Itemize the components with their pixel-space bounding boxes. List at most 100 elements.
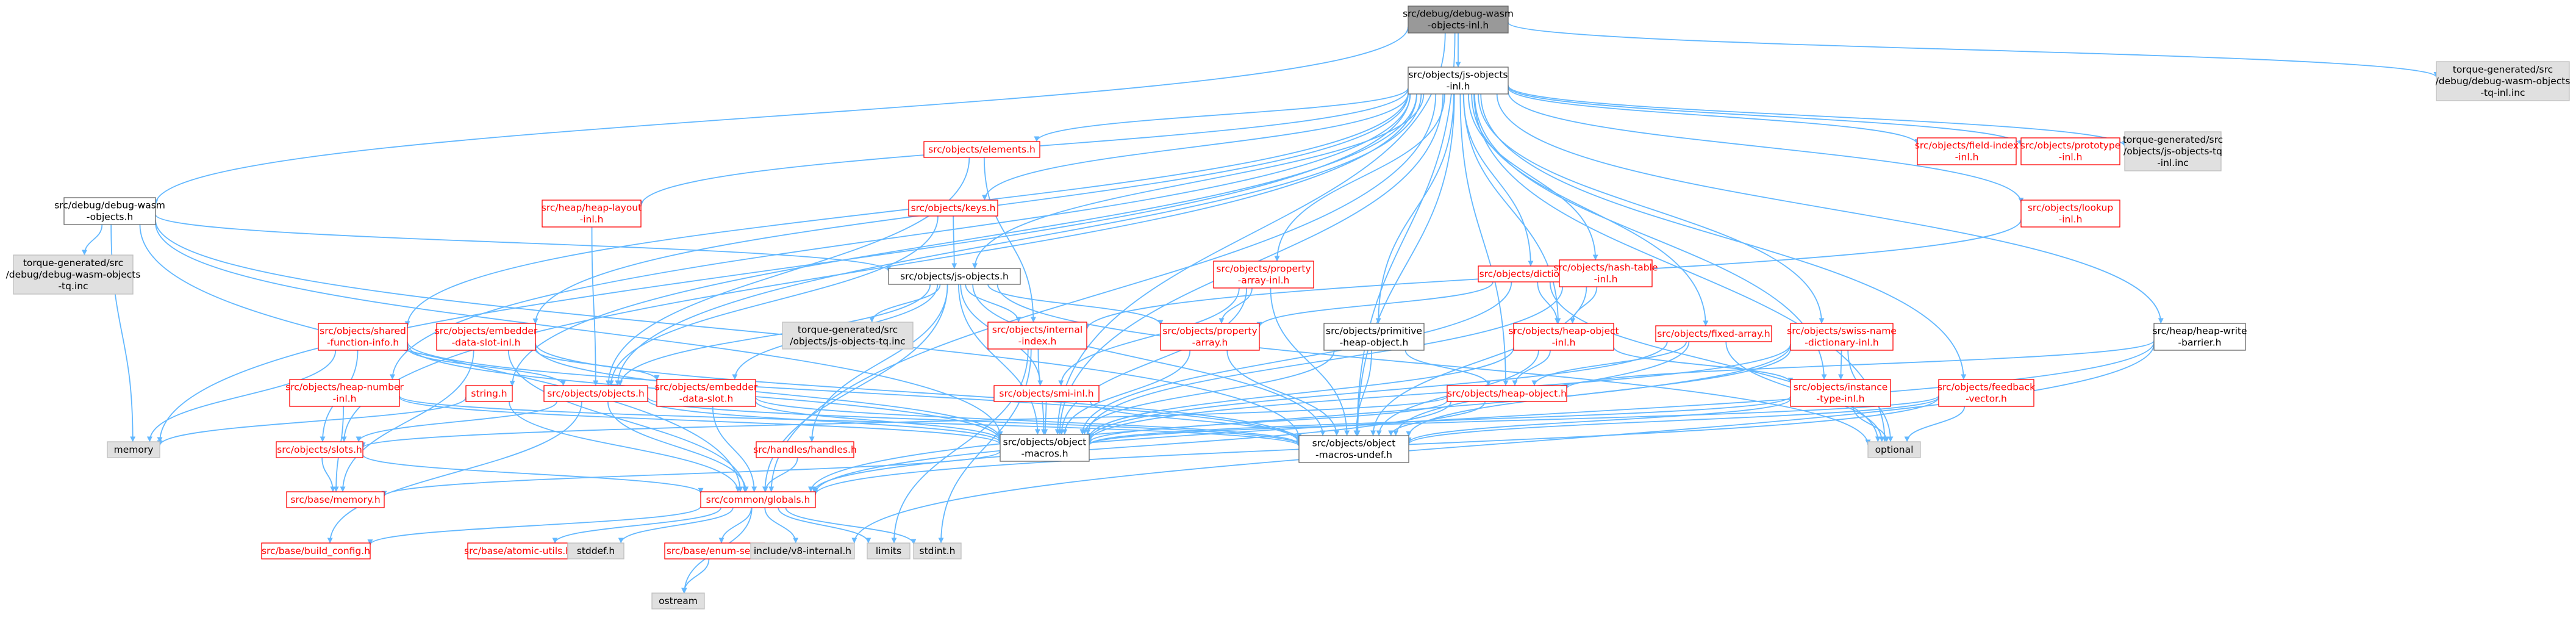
node-lookup[interactable]: src/objects/lookup-inl.h <box>2020 200 2120 228</box>
edge-jsobj-to-tq_jsobj <box>869 284 941 323</box>
node-label-proparr-line-1: -array.h <box>1192 337 1228 348</box>
edge-dict-to-heapobjinl <box>1537 281 1561 324</box>
node-elements[interactable]: src/objects/elements.h <box>923 141 1040 158</box>
node-label-optional-line-0: optional <box>1875 444 1914 455</box>
node-label-fieldidx-line-1: -inl.h <box>1955 152 1979 163</box>
node-box-tq_jsobj <box>782 322 914 350</box>
node-fieldidx[interactable]: src/objects/field-index-inl.h <box>1915 137 2019 165</box>
node-box-stdint <box>913 542 962 559</box>
node-sharedfn[interactable]: src/objects/shared-function-info.h <box>318 323 408 351</box>
node-embslot[interactable]: src/objects/embedder-data-slot.h <box>655 379 758 407</box>
node-label-slots-line-0: src/objects/slots.h <box>277 444 362 455</box>
node-tq_dwo: torque-generated/src/debug/debug-wasm-ob… <box>6 254 140 295</box>
node-swiss[interactable]: src/objects/swiss-name-dictionary-inl.h <box>1787 323 1897 351</box>
node-buildcfg[interactable]: src/base/build_config.h <box>261 542 371 559</box>
node-label-primheap-line-1: -heap-object.h <box>1340 337 1409 348</box>
edge-globals-to-stdint <box>785 507 917 545</box>
node-box-slots <box>276 441 363 458</box>
node-box-internalidx <box>987 322 1087 350</box>
node-heapobjinl[interactable]: src/objects/heap-object-inl.h <box>1508 323 1619 351</box>
node-label-heapnum-line-0: src/objects/heap-number <box>285 382 404 393</box>
node-objectsh[interactable]: src/objects/objects.h <box>543 385 648 402</box>
node-proparr[interactable]: src/objects/property-array.h <box>1160 323 1260 351</box>
edge-insttype-to-objmacros <box>1086 395 1791 445</box>
node-proparrinl[interactable]: src/objects/property-array-inl.h <box>1213 261 1314 289</box>
node-label-objmacros-line-1: -macros.h <box>1021 448 1068 459</box>
edge-jsobj-to-objundef <box>972 284 1326 436</box>
node-jsobj: src/objects/js-objects.h <box>888 268 1021 285</box>
node-embinl[interactable]: src/objects/embedder-data-slot-inl.h <box>435 323 538 351</box>
node-globals[interactable]: src/common/globals.h <box>700 491 816 508</box>
node-slots[interactable]: src/objects/slots.h <box>276 441 363 458</box>
edge-globals-to-limits <box>778 507 871 544</box>
edge-heaplayout-to-objectsh <box>591 226 599 386</box>
node-insttype[interactable]: src/objects/instance-type-inl.h <box>1790 379 1891 407</box>
node-box-memory <box>107 441 160 458</box>
node-box-ostream <box>651 592 705 610</box>
edge-fixedarr-to-objmacros <box>1086 341 1668 441</box>
node-label-buildcfg-line-0: src/base/build_config.h <box>262 545 370 557</box>
node-handles[interactable]: src/handles/handles.h <box>753 441 857 458</box>
node-label-tq_js_inl-line-2: -inl.inc <box>2157 157 2189 168</box>
node-label-memory-line-0: memory <box>114 444 154 455</box>
node-label-internalidx-line-0: src/objects/internal <box>992 325 1082 336</box>
edge-heapobjinl-to-objmacros <box>1086 347 1514 439</box>
node-box-buildcfg <box>261 542 371 559</box>
node-label-fieldidx-line-0: src/objects/field-index <box>1915 140 2019 151</box>
edge-dwo-to-jsobj <box>155 214 892 272</box>
edge-objectsh-to-globals <box>607 401 749 492</box>
node-heapnum[interactable]: src/objects/heap-number-inl.h <box>285 379 404 407</box>
node-label-proparr-line-0: src/objects/property <box>1162 326 1257 337</box>
node-heapobj[interactable]: src/objects/heap-object.h <box>1447 385 1567 402</box>
node-internalidx[interactable]: src/objects/internal-index.h <box>987 322 1087 350</box>
edge-hashtbl-to-heapobjinl <box>1570 286 1598 324</box>
node-label-heaplayout-line-1: -inl.h <box>580 214 604 225</box>
node-enumset[interactable]: src/base/enum-set.h <box>664 542 765 559</box>
node-atomic[interactable]: src/base/atomic-utils.h <box>464 542 571 559</box>
edge-jsinl-to-writebarrier <box>1496 93 2164 324</box>
edge-proparr-to-objundef <box>1226 350 1340 436</box>
edge-jsinl-to-memory <box>157 93 1411 443</box>
node-dwo: src/debug/debug-wasm-objects.h <box>54 197 165 225</box>
node-hashtbl[interactable]: src/objects/hash-table-inl.h <box>1554 259 1658 287</box>
node-fixedarr[interactable]: src/objects/fixed-array.h <box>1655 325 1772 342</box>
node-root: src/debug/debug-wasm-objects-inl.h <box>1403 5 1514 34</box>
edge-heapobj-to-globals <box>811 401 1452 492</box>
node-tq_dwo_inl: torque-generated/src/debug/debug-wasm-ob… <box>2436 61 2570 101</box>
node-keys[interactable]: src/objects/keys.h <box>908 200 998 217</box>
edge-primheap-to-objundef <box>1353 350 1372 436</box>
edge-objectsh-to-buildcfg <box>327 401 582 544</box>
node-box-smiinl <box>993 385 1100 402</box>
node-label-root-line-1: -objects-inl.h <box>1428 20 1489 31</box>
edge-embslot-to-globals <box>712 406 757 492</box>
edge-sharedfn-to-objectsh <box>407 347 567 386</box>
node-box-sharedfn <box>318 323 408 351</box>
node-label-writebarrier-line-1: -barrier.h <box>2178 337 2222 348</box>
edge-embslot-to-objundef <box>755 397 1302 445</box>
node-label-tq_js_inl-line-0: torque-generated/src <box>2123 134 2223 145</box>
node-label-embinl-line-0: src/objects/embedder <box>435 326 538 337</box>
node-layer: src/debug/debug-wasm-objects-inl.h src/ob… <box>6 5 2570 610</box>
node-protoinl[interactable]: src/objects/prototype-inl.h <box>2020 137 2120 165</box>
node-basemem[interactable]: src/base/memory.h <box>286 491 385 508</box>
node-smiinl[interactable]: src/objects/smi-inl.h <box>993 385 1100 402</box>
node-box-elements <box>923 141 1040 158</box>
edge-swiss-to-objmacros <box>1086 344 1791 442</box>
node-label-jsinl-line-1: -inl.h <box>1447 81 1470 92</box>
node-box-heaplayout <box>542 200 642 228</box>
edge-root-to-dwo <box>152 26 1409 205</box>
node-v8int: include/v8-internal.h <box>750 542 855 559</box>
node-stringh[interactable]: string.h <box>465 385 513 402</box>
node-optional: optional <box>1867 441 1921 458</box>
node-label-jsobj-line-0: src/objects/js-objects.h <box>900 271 1009 282</box>
edge-handles-to-globals <box>762 457 798 492</box>
node-label-tq_dwo_inl-line-0: torque-generated/src <box>2453 64 2553 75</box>
edge-jsinl-to-tq_js_inl <box>1508 85 2128 147</box>
node-label-proparrinl-line-0: src/objects/property <box>1216 264 1311 275</box>
edge-proparr-to-objmacros <box>1062 350 1191 435</box>
node-label-protoinl-line-0: src/objects/prototype <box>2020 140 2120 151</box>
node-tq_js_inl: torque-generated/src/objects/js-objects-… <box>2123 131 2223 171</box>
node-feedback[interactable]: src/objects/feedback-vector.h <box>1937 379 2035 407</box>
node-heaplayout[interactable]: src/heap/heap-layout-inl.h <box>542 200 642 228</box>
